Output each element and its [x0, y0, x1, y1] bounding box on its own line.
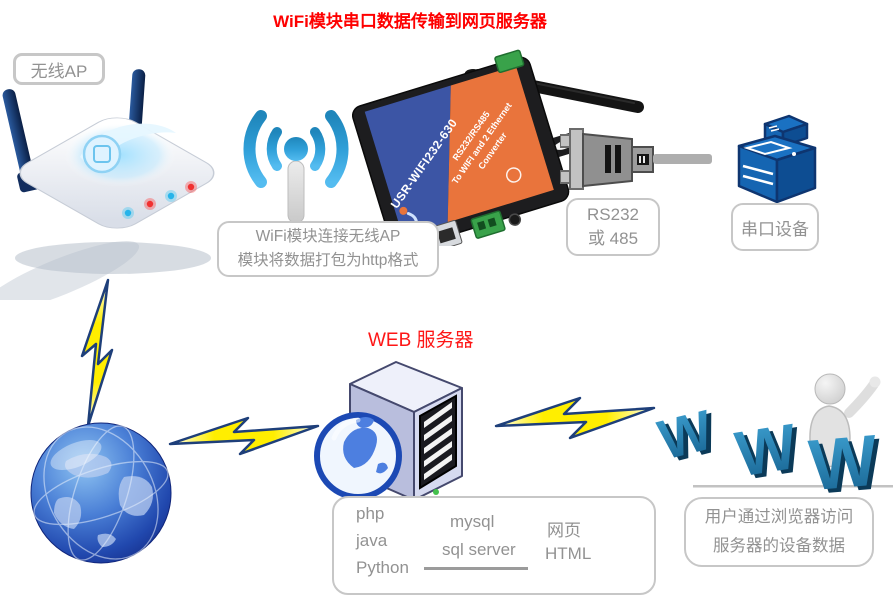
stack-lang-php: php: [356, 504, 385, 523]
server-stack-bubble: php java Python mysql sql server 网页 HTML: [332, 496, 656, 595]
wifi-stem: [287, 160, 305, 224]
diagram-title: WiFi模块串口数据传输到网页服务器: [273, 12, 547, 31]
server-panel-slots: [424, 402, 452, 480]
globe-continents: [54, 453, 153, 547]
svg-text:W: W: [810, 424, 885, 495]
svg-text:W: W: [806, 421, 881, 495]
wireless-ap-label: 无线AP: [13, 53, 105, 85]
wifi-note-line1: WiFi模块连接无线AP: [255, 227, 401, 245]
module-label-blue: [364, 85, 451, 237]
www-user-figure: W W W W W W: [653, 373, 893, 495]
wifi-signal-icon: [243, 110, 349, 224]
svg-text:W: W: [735, 413, 807, 494]
rs232-label-line2: 或 485: [587, 229, 639, 248]
rs232-label: RS232 或 485: [566, 198, 660, 256]
rs232-connector-icon: [560, 128, 712, 190]
rs232-cable: [653, 154, 712, 164]
web-server-icon: [314, 361, 463, 501]
server-globe: [314, 412, 402, 500]
module-power-jack: [508, 213, 522, 226]
globe-grid: [33, 425, 169, 561]
wifi-note-bubble: WiFi模块连接无线AP 模块将数据打包为http格式: [217, 221, 439, 277]
web-server-label: WEB 服务器: [368, 330, 474, 351]
serial-device-label-text: 串口设备: [741, 219, 809, 239]
router-logo: [82, 134, 122, 174]
stack-web-page: 网页: [547, 521, 581, 540]
module-label-orange: [447, 65, 554, 223]
user-note-bubble: 用户通过浏览器访问 服务器的设备数据: [684, 497, 874, 567]
rs232-label-line1: RS232: [587, 205, 639, 225]
module-terminal-top: [494, 49, 525, 74]
lightning-bolt-right-icon: [494, 396, 656, 440]
stack-lang-python: Python: [356, 558, 409, 577]
wireless-ap-router-icon: [0, 69, 215, 300]
svg-text:W: W: [731, 410, 803, 491]
stack-db-mysql: mysql: [450, 512, 495, 531]
www-letters: W W W W W W: [653, 398, 885, 495]
user-note-line2: 服务器的设备数据: [713, 537, 845, 555]
router-led-indicators: [122, 181, 197, 219]
stack-db-sqlserver: sql server: [442, 540, 516, 559]
lightning-bolt-vertical-icon: [80, 278, 114, 428]
wireless-ap-label-text: 无线AP: [30, 61, 88, 81]
internet-globe-icon: [30, 422, 172, 564]
serial-device-printer-icon: [737, 114, 817, 204]
server-led: [433, 489, 439, 495]
stack-divider-line: [424, 567, 528, 570]
lightning-bolt-left-icon: [168, 416, 320, 456]
wifi-note-line2: 模块将数据打包为http格式: [237, 252, 419, 269]
serial-device-label: 串口设备: [731, 203, 819, 251]
wifi-waves: [243, 110, 349, 188]
user-note-line1: 用户通过浏览器访问: [704, 508, 854, 527]
module-terminal-block: [470, 210, 506, 239]
stack-web-html: HTML: [545, 544, 592, 563]
wifi-dot: [284, 137, 308, 161]
person-figure: [809, 373, 881, 468]
stack-lang-java: java: [356, 531, 388, 550]
